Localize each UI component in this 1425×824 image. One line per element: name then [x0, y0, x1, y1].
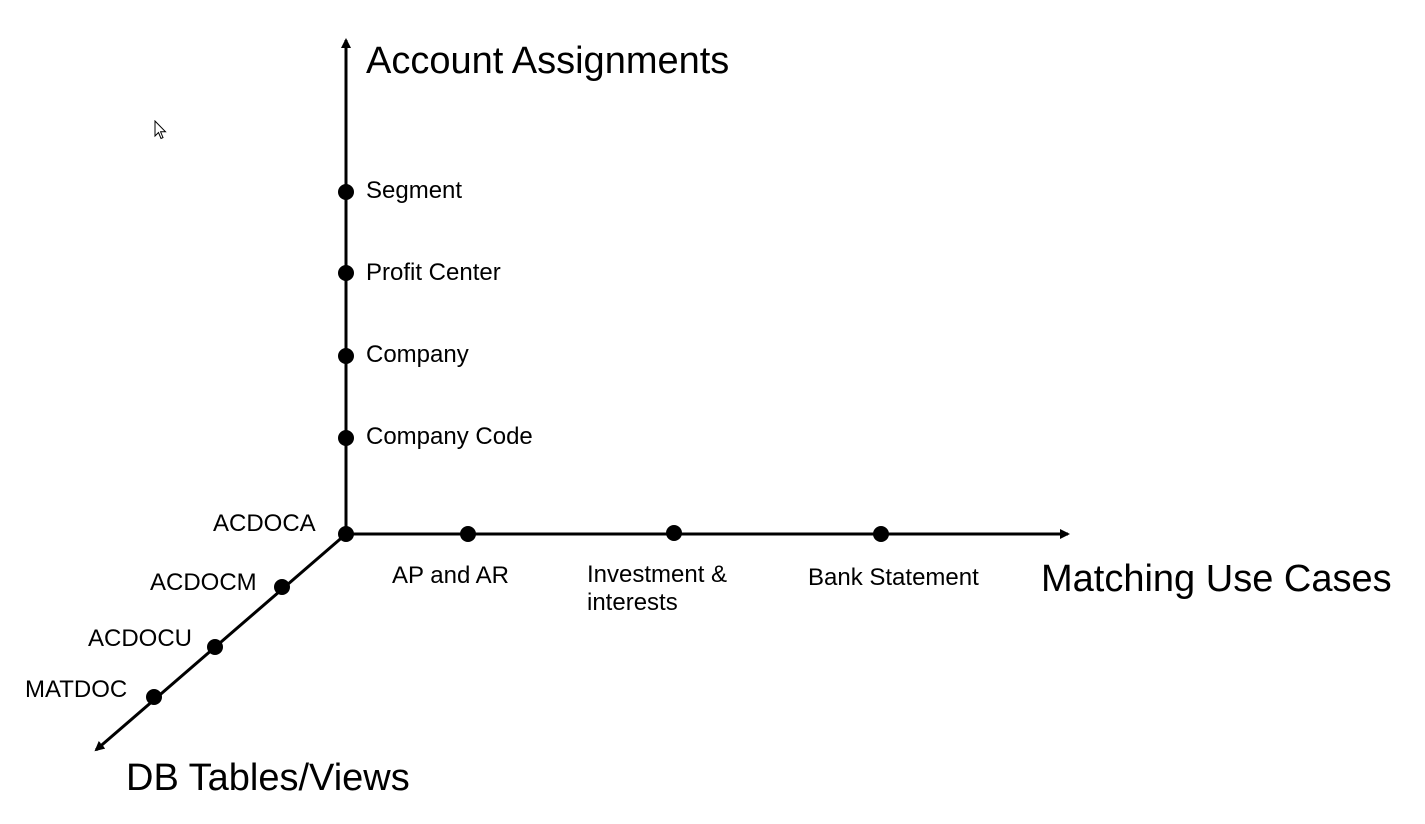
diagonal-item-acdocu: ACDOCU [88, 625, 193, 652]
vertical-item-profit-center: Profit Center [366, 259, 501, 286]
diagonal-item-matdoc: MATDOC [25, 676, 128, 703]
acdocu-dot [207, 639, 223, 655]
mouse-pointer-icon [154, 120, 167, 140]
vertical-item-company: Company [366, 341, 469, 368]
horizontal-item-investment: Investment & interests [587, 561, 728, 616]
diagonal-axis-title: DB Tables/Views [126, 757, 410, 799]
horizontal-item-ap-ar: AP and AR [392, 562, 509, 589]
vertical-item-segment: Segment [366, 177, 463, 204]
vertical-item-company-code: Company Code [366, 423, 533, 450]
investment-dot [666, 525, 682, 541]
matdoc-dot [146, 689, 162, 705]
profit-center-dot [338, 265, 354, 281]
ap-ar-dot [460, 526, 476, 542]
diagonal-item-acdocm: ACDOCM [150, 569, 257, 596]
vertical-axis-title: Account Assignments [366, 40, 730, 82]
company-dot [338, 348, 354, 364]
company-code-dot [338, 430, 354, 446]
horizontal-axis-title: Matching Use Cases [1041, 558, 1392, 600]
segment-dot [338, 184, 354, 200]
bank-statement-dot [873, 526, 889, 542]
origin-dot [338, 526, 354, 542]
diagonal-origin-label: ACDOCA [213, 510, 316, 537]
horizontal-item-bank-statement: Bank Statement [808, 564, 979, 591]
acdocm-dot [274, 579, 290, 595]
